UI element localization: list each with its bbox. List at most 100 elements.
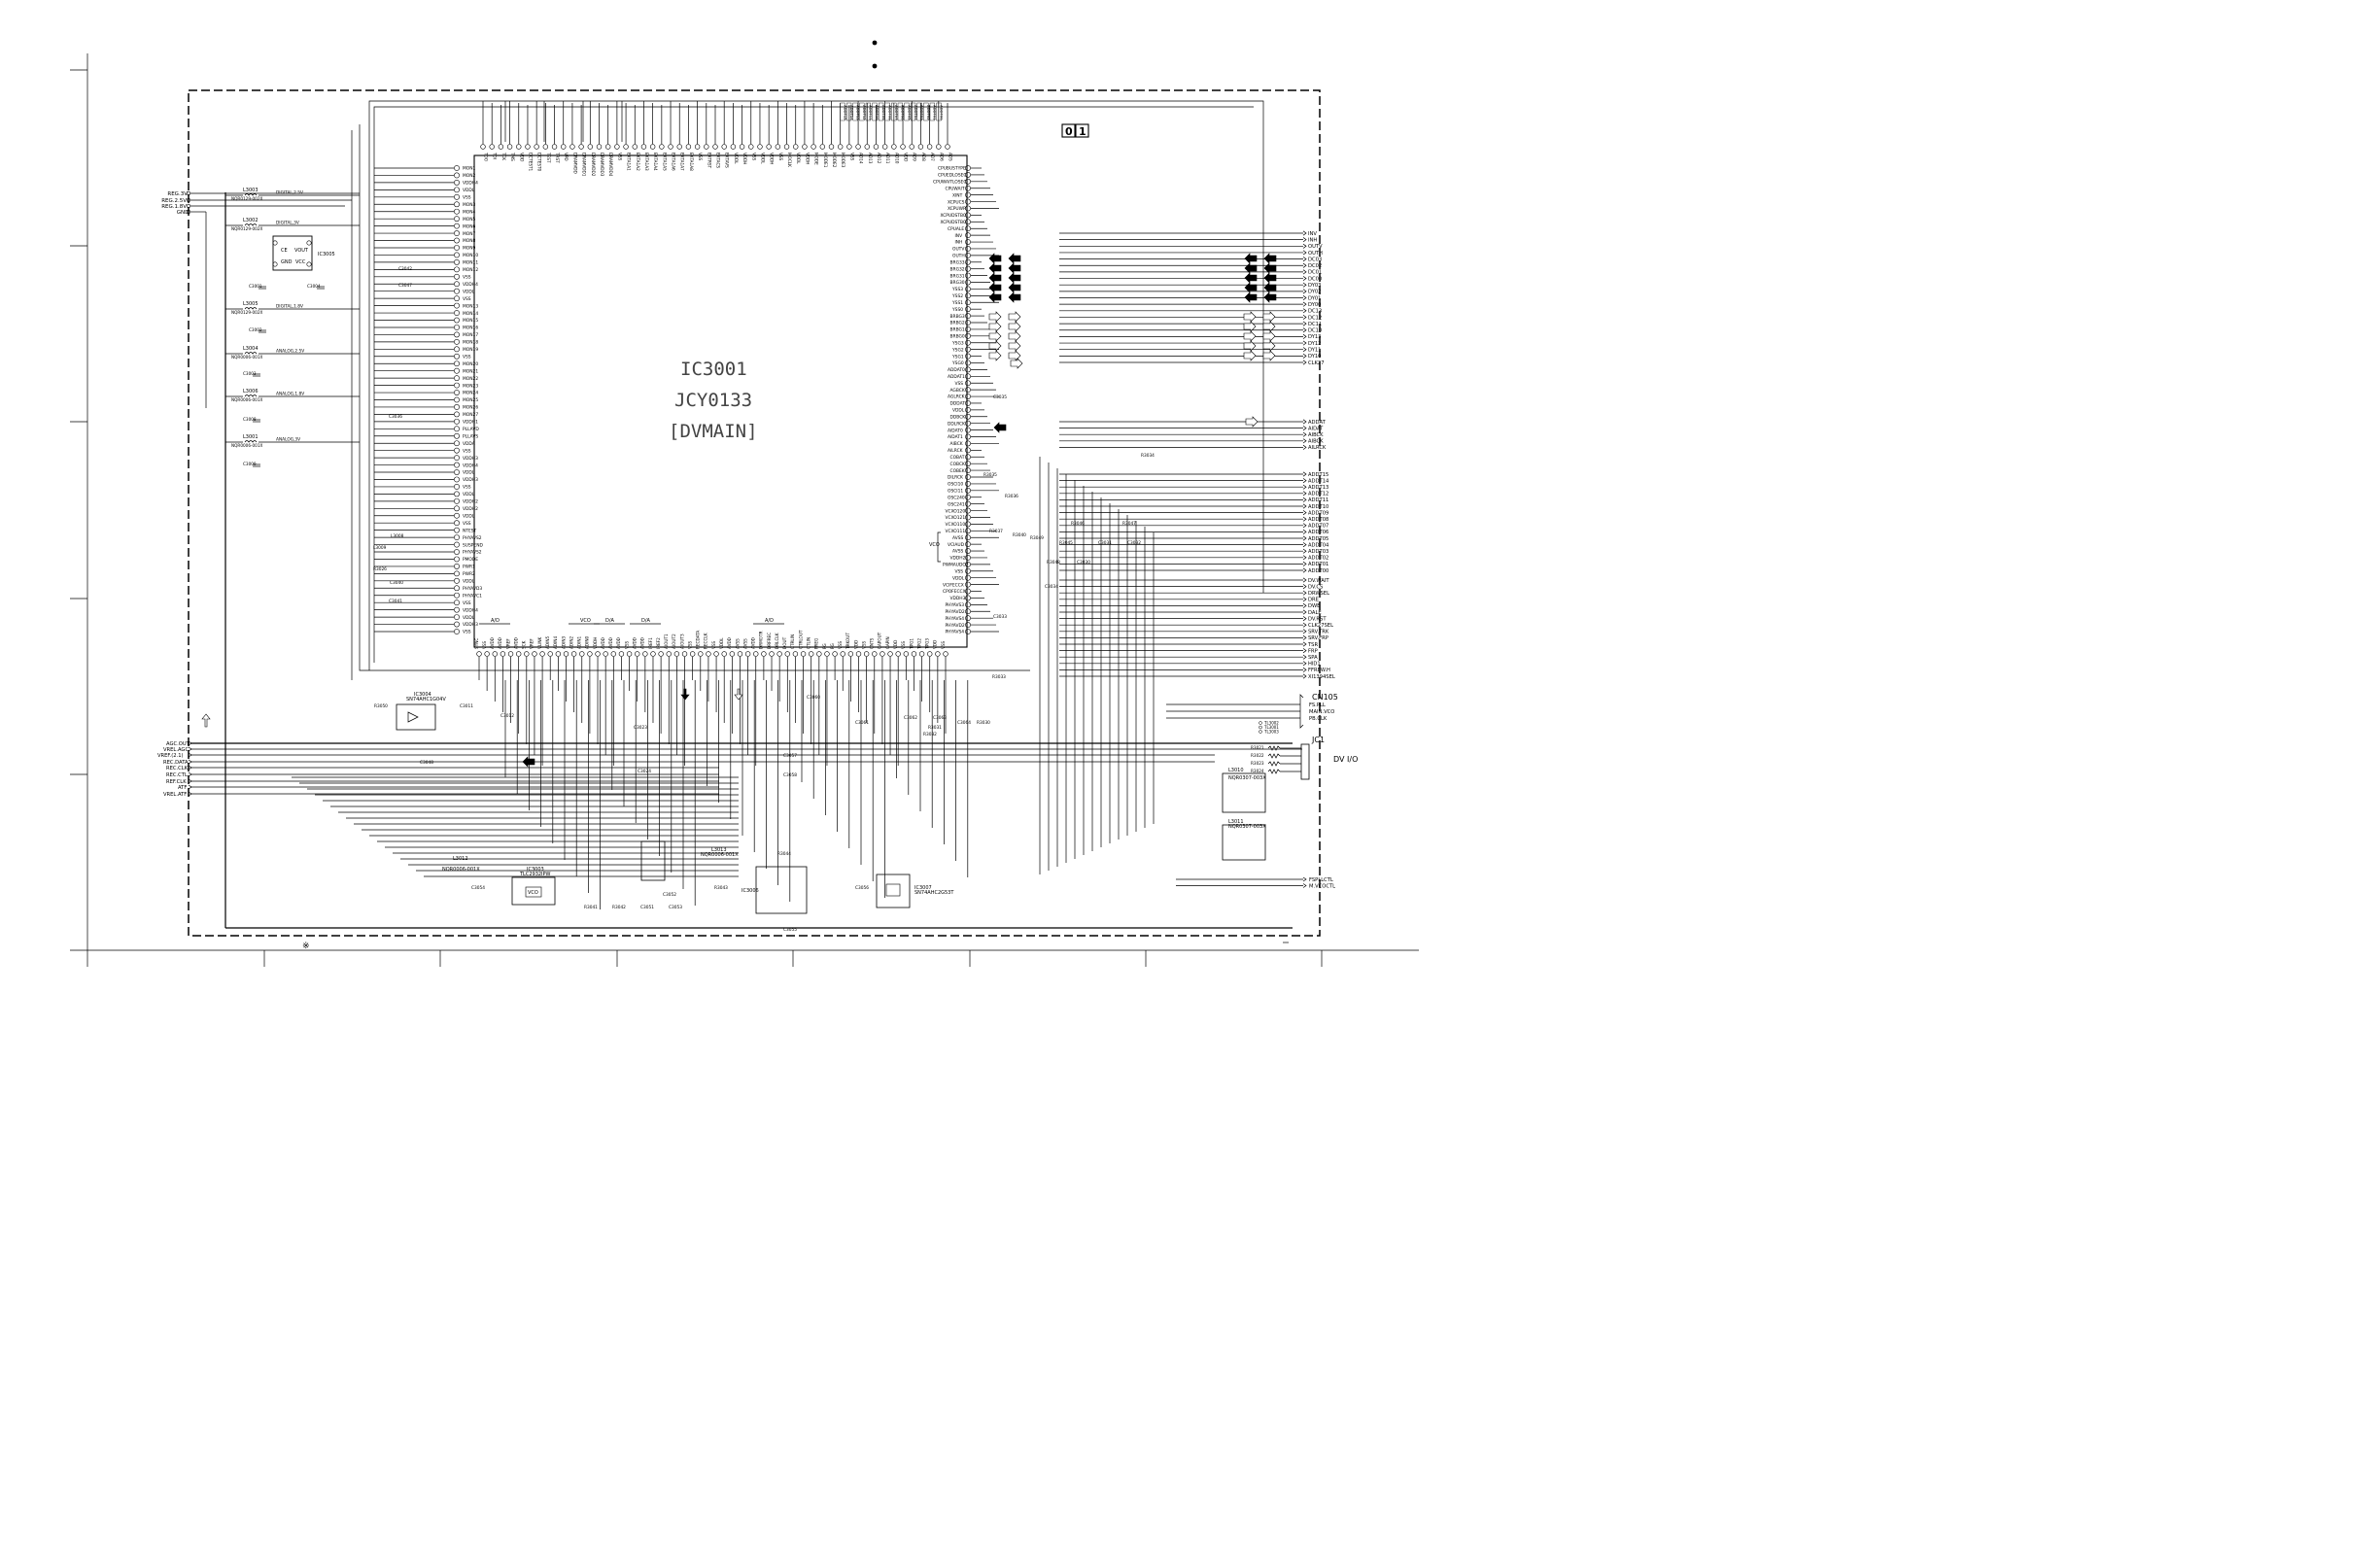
ic-pin [819, 144, 826, 150]
ic-pin [965, 246, 971, 252]
ic-pin [454, 570, 460, 577]
pin-label: ADDAT0 [948, 367, 965, 373]
pin-label: VDDH1 [463, 420, 478, 426]
signal-label: DC02 [1308, 263, 1322, 269]
pin-label: VLINK [537, 636, 542, 649]
inductor-ref: L3006 [243, 389, 259, 394]
ic-pin [713, 651, 719, 657]
ic-pin [454, 592, 460, 599]
svg-text:DV I/O: DV I/O [1333, 755, 1358, 764]
signal-label: INV [1308, 231, 1317, 237]
ic-pin [903, 651, 910, 657]
ic-pin [454, 180, 460, 186]
ic-pin [454, 426, 460, 432]
pin-label: AVDD [608, 637, 613, 649]
ic-pin [965, 313, 971, 319]
pin-label: YSG3 [951, 340, 964, 346]
component-ref: R3049 [1030, 535, 1044, 541]
ic-pin [454, 223, 460, 229]
ic-name: [DVMAIN] [669, 421, 758, 442]
ic-pin [855, 651, 862, 657]
component-ref: C3051 [640, 905, 654, 910]
svg-text:CN105: CN105 [1312, 693, 1338, 702]
pin-label: DRLCLK [775, 633, 779, 649]
pin-label: YSG0 [951, 360, 964, 366]
board-badge: 0 1 [1061, 123, 1089, 138]
direction-arrow [988, 262, 1002, 274]
signal-label: M.VCOCTL [1309, 884, 1335, 890]
ic-pin [965, 433, 971, 440]
pin-label: MON10 [463, 253, 478, 258]
signal-port [1302, 269, 1307, 275]
resistor-ref: R3023 [1251, 761, 1264, 766]
right-signals-address: ADDT15ADDT14ADDT13ADDT12ADDT11ADDT10ADDT… [1059, 471, 1329, 574]
pin-label: VDDL [463, 513, 475, 519]
svg-text:VCO: VCO [929, 542, 940, 548]
ic-pin [792, 651, 799, 657]
pin-label: PHYAVS2 [463, 550, 482, 556]
direction-arrow [1008, 340, 1021, 352]
svg-text:NQR0307-003X: NQR0307-003X [1228, 775, 1266, 781]
net-tag [897, 102, 904, 121]
ic-pin [965, 239, 971, 245]
signal-label: DY13 [1308, 334, 1321, 340]
ic-pin [965, 380, 971, 387]
signal-port [1302, 602, 1307, 608]
net-tag [929, 102, 936, 121]
net-tag [916, 102, 922, 121]
pin-label: MON3 [463, 202, 476, 208]
ic-pin [454, 390, 460, 395]
signal-label: DV.WAIT [1308, 578, 1329, 584]
page-dot-1 [872, 40, 878, 46]
inductor-ref: L3003 [243, 188, 259, 193]
cap-ref: C3004 [307, 284, 321, 289]
component-ref: R3034 [1141, 453, 1155, 459]
component-ref: C3056 [855, 885, 869, 891]
ic-pin [926, 144, 933, 150]
pin-label: EXTA1A8 [689, 153, 694, 171]
signal-port [1302, 295, 1307, 300]
pin-label: BRG30 [950, 280, 965, 286]
pin-label: CTRLIN [790, 634, 795, 649]
ic-pin [965, 292, 971, 299]
signal-port [1302, 503, 1307, 509]
ic-pin [603, 651, 608, 657]
pin-label: VDDH [805, 153, 810, 164]
direction-arrow [1243, 350, 1257, 361]
component-ref: C3047 [398, 283, 412, 289]
ic-pin [900, 144, 906, 150]
pin-label: EXTA1A4 [653, 153, 658, 171]
ic-pin [744, 651, 751, 657]
pin-label: VDDH2 [463, 499, 478, 505]
svg-text:SN74AHC2G53T: SN74AHC2G53T [914, 890, 954, 896]
pin-label: VDDH [593, 637, 598, 649]
pin-label: SCK [522, 640, 527, 649]
pin-label: OSC240 [948, 495, 965, 500]
ic-pin [965, 528, 971, 534]
component-ref: C3060 [807, 695, 820, 701]
ic-pin [936, 144, 942, 150]
component-ref: R3031 [928, 725, 942, 731]
pin-label: AD11 [885, 153, 890, 164]
pin-label: EXTA1A6 [672, 153, 676, 171]
pin-label: DOUT [782, 636, 787, 649]
signal-label: ADDT14 [1308, 478, 1329, 484]
ic-pin [454, 577, 460, 584]
pin-label: MODE1 [823, 153, 828, 168]
component-ref: R3036 [1005, 494, 1018, 499]
direction-arrow [734, 688, 743, 701]
ic-pin [965, 487, 971, 494]
page-dot-2 [872, 63, 878, 69]
direction-arrow [1008, 350, 1021, 361]
ic-pin [965, 454, 971, 461]
rail-net: DIGITAL,1.8V [276, 304, 303, 310]
signal-port [1302, 535, 1307, 541]
direction-arrow [201, 713, 211, 728]
ic-pin [454, 527, 460, 533]
direction-arrow [1263, 262, 1277, 274]
ic-pin [659, 144, 665, 150]
signal-port [1302, 444, 1307, 450]
bus-label: D/A [605, 618, 615, 624]
signal-label: FSPLLCTL [1309, 877, 1333, 883]
